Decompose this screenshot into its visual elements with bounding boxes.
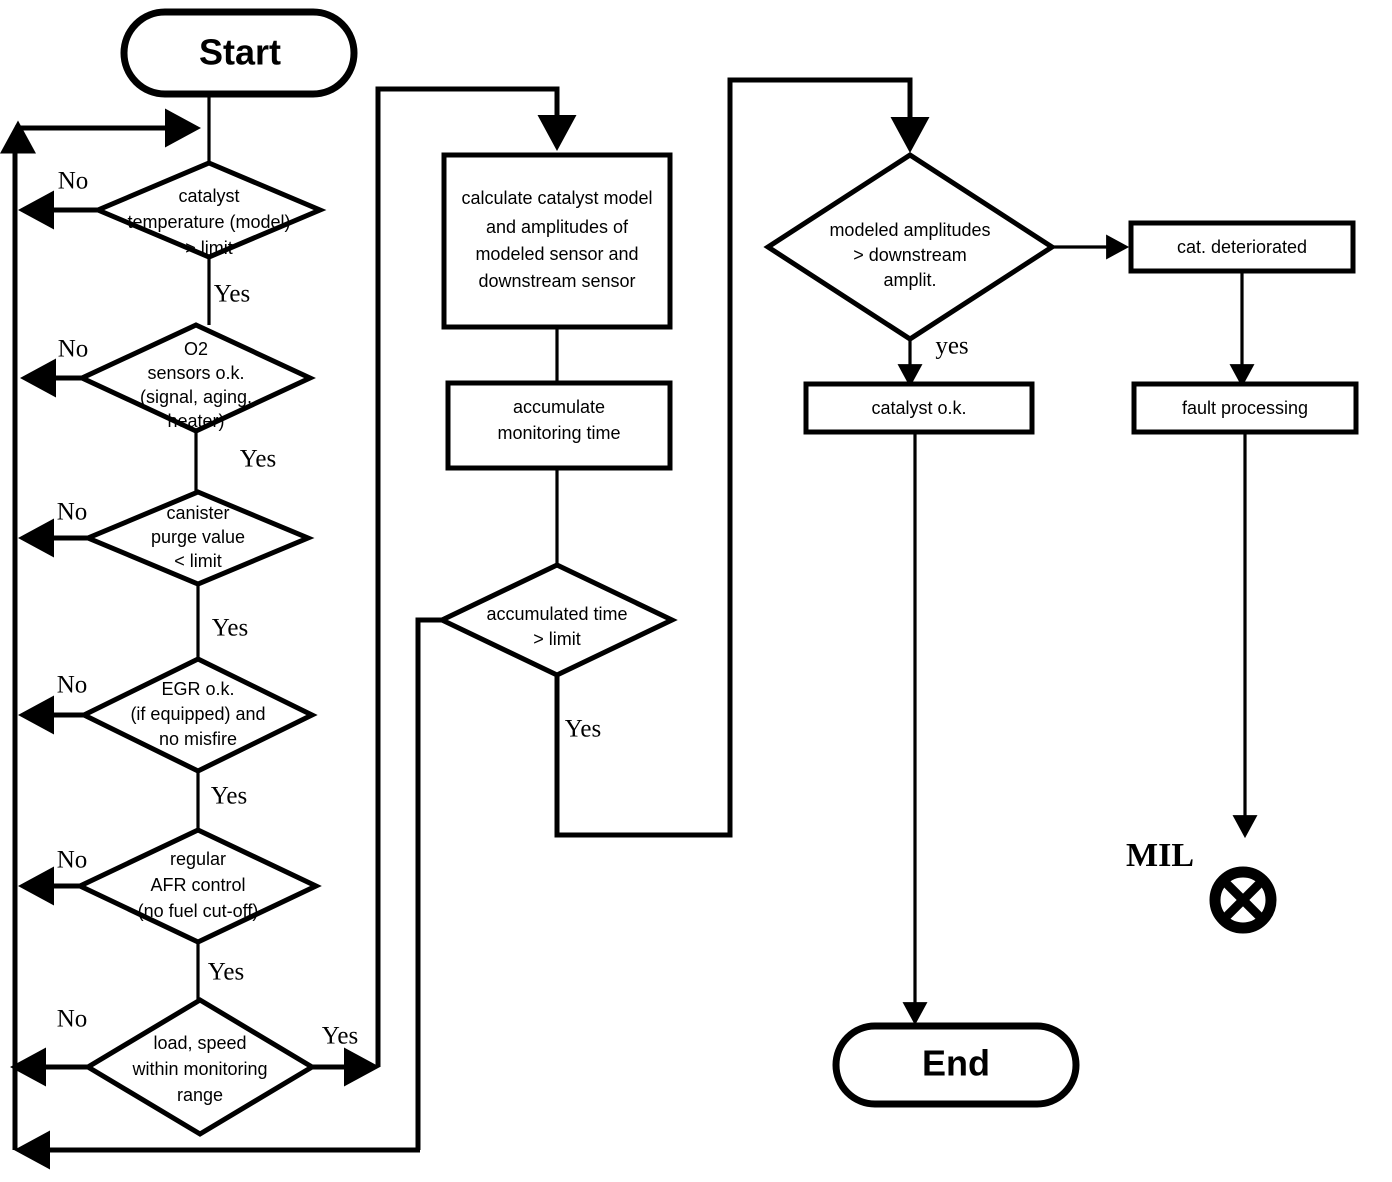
cat-deteriorated-label: cat. deteriorated [1177,237,1307,257]
end-terminator: End [832,1022,1080,1108]
catalyst-temp-line1: catalyst [178,186,239,206]
egr-yes-label: Yes [211,783,247,810]
afr-no-label: No [57,847,88,874]
o2-yes-label: Yes [240,446,276,473]
afr-line2: AFR control [150,875,245,895]
modeled-amplitudes-yes-label: yes [935,333,968,360]
process-catalyst-ok: catalyst o.k. [803,381,1035,435]
decision-catalyst-temperature: catalyst temperature (model) > limit [91,160,327,260]
o2-line4: heater) [167,411,224,431]
load-speed-line3: range [177,1085,223,1105]
decision-load-speed: load, speed within monitoring range [83,997,317,1137]
process-accumulate-time: accumulate monitoring time [445,380,673,471]
canister-line2: purge value [151,527,245,547]
o2-line1: O2 [184,339,208,359]
catalyst-temp-line2: temperature (model) [127,212,290,232]
edge-accumulated-time-yes-to-amplitudes [554,77,930,838]
decision-afr-control: regular AFR control (no fuel cut-off) [74,827,322,945]
egr-line1: EGR o.k. [161,679,234,699]
accumulated-time-line2: > limit [533,629,581,649]
process-fault-processing: fault processing [1131,381,1359,435]
load-speed-line1: load, speed [153,1033,246,1053]
catalyst-temp-line3: > limit [185,238,233,258]
decision-egr: EGR o.k. (if equipped) and no misfire [78,656,318,774]
modeled-amplitudes-line3: amplit. [883,270,936,290]
calculate-line4: downstream sensor [478,271,635,291]
egr-line3: no misfire [159,729,237,749]
egr-no-label: No [57,672,88,699]
fault-processing-label: fault processing [1182,398,1308,418]
catalyst-temp-yes-label: Yes [214,281,250,308]
modeled-amplitudes-line1: modeled amplitudes [829,220,990,240]
decision-modeled-amplitudes: modeled amplitudes > downstream amplit. [763,152,1057,342]
process-calculate-model: calculate catalyst model and amplitudes … [441,152,673,330]
calculate-line2: and amplitudes of [486,217,629,237]
catalyst-temp-no-label: No [58,168,89,195]
edge-accumulated-time-no-loop [415,617,442,1150]
catalyst-ok-label: catalyst o.k. [871,398,966,418]
calculate-line3: modeled sensor and [475,244,638,264]
load-speed-line2: within monitoring [131,1059,267,1079]
canister-line3: < limit [174,551,222,571]
afr-line1: regular [170,849,226,869]
afr-yes-label: Yes [208,959,244,986]
start-terminator: Start [120,8,358,98]
load-speed-yes-label: Yes [322,1023,358,1050]
afr-line3: (no fuel cut-off) [138,901,259,921]
egr-line2: (if equipped) and [130,704,265,724]
canister-line1: canister [166,503,229,523]
end-label: End [922,1043,990,1084]
decision-o2-sensors: O2 sensors o.k. (signal, aging, heater) [76,322,316,434]
accumulated-time-line1: accumulated time [486,604,627,624]
decision-accumulated-time: accumulated time > limit [436,562,678,678]
edge-to-calculate-box [375,86,577,1067]
o2-no-label: No [58,336,89,363]
accumulated-time-yes-label: Yes [565,716,601,743]
o2-line3: (signal, aging, [140,387,252,407]
accumulate-line2: monitoring time [497,423,620,443]
canister-yes-label: Yes [212,615,248,642]
crossed-circle-lamp-icon [1209,866,1277,934]
load-speed-no-label: No [57,1006,88,1033]
mil-indicator: MIL [1126,837,1277,934]
decision-canister-purge: canister purge value < limit [81,489,315,587]
canister-no-label: No [57,499,88,526]
calculate-line1: calculate catalyst model [461,188,652,208]
start-label: Start [199,32,281,73]
o2-line2: sensors o.k. [147,363,244,383]
modeled-amplitudes-line2: > downstream [853,245,967,265]
process-cat-deteriorated: cat. deteriorated [1128,220,1356,274]
accumulate-line1: accumulate [513,397,605,417]
mil-label: MIL [1126,837,1194,874]
